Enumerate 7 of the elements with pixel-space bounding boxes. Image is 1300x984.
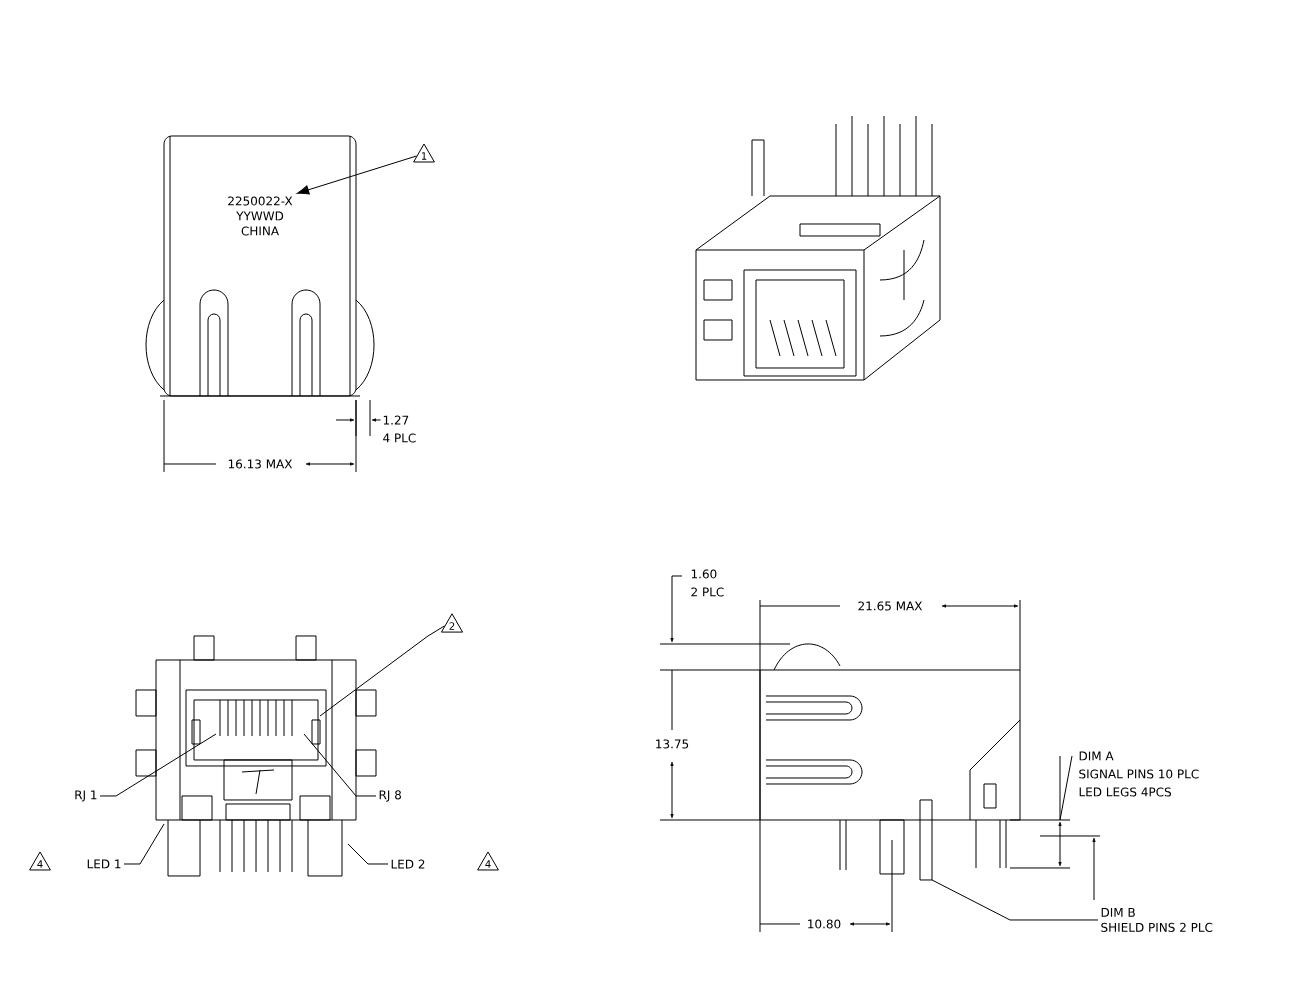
- leader-line: [319, 625, 445, 717]
- leader-line: [123, 823, 165, 865]
- leader-line: [303, 733, 377, 797]
- leader-line: [931, 879, 1099, 921]
- leader-line: [296, 155, 417, 195]
- leader-line: [99, 733, 217, 797]
- leader-line: [347, 843, 389, 865]
